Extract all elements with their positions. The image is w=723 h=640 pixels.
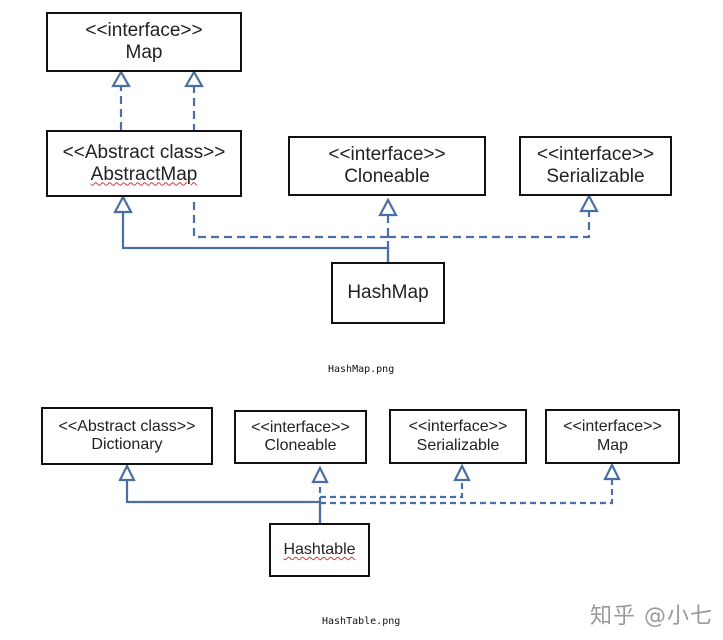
arrowhead-d1-cloneable — [378, 197, 398, 217]
arrowhead-d2-cloneable — [311, 465, 329, 484]
box-map-interface: <<interface>> Map — [46, 12, 242, 72]
box-hashmap-class: HashMap — [331, 262, 445, 324]
box-stereotype: <<interface>> — [563, 418, 662, 436]
box-serializable-interface-2: <<interface>> Serializable — [389, 409, 527, 464]
edge-hashtable-implements-map — [320, 479, 614, 505]
arrowhead-d2-map — [603, 462, 621, 481]
box-map-interface-2: <<interface>> Map — [545, 409, 680, 464]
box-stereotype: <<interface>> — [251, 418, 350, 436]
box-name: Serializable — [546, 166, 645, 187]
box-name: HashMap — [347, 282, 429, 304]
box-stereotype: <<Abstract class>> — [58, 417, 196, 435]
arrowhead-d2-serializable — [453, 463, 471, 482]
box-name: Map — [596, 436, 629, 454]
box-cloneable-interface: <<interface>> Cloneable — [288, 136, 486, 196]
box-stereotype: <<interface>> — [408, 418, 508, 436]
box-serializable-interface: <<interface>> Serializable — [519, 136, 672, 196]
caption-hashtable: HashTable.png — [322, 616, 401, 627]
box-hashtable-class: Hashtable — [269, 523, 370, 577]
arrowhead-d1-serializable — [579, 193, 599, 213]
edge-hashtable-extends-dictionary — [125, 481, 322, 523]
edge-hashtable-implements-serializable — [320, 480, 464, 499]
arrowhead-d1-map-right — [184, 69, 204, 88]
box-name: Cloneable — [344, 166, 430, 187]
box-dictionary-class: <<Abstract class>> Dictionary — [41, 407, 213, 465]
arrowhead-d1-map-left — [111, 69, 131, 88]
box-name: Dictionary — [91, 436, 163, 453]
box-name: Map — [125, 42, 163, 63]
box-stereotype: <<interface>> — [85, 20, 203, 42]
box-stereotype: <<interface>> — [328, 144, 446, 166]
box-name: Cloneable — [264, 437, 337, 454]
edge-hashmap-implements-serializable — [388, 212, 591, 239]
box-stereotype: <<Abstract class>> — [62, 141, 226, 163]
box-name: Serializable — [416, 436, 500, 454]
box-stereotype: <<interface>> — [536, 144, 655, 166]
caption-hashmap: HashMap.png — [328, 364, 395, 375]
arrowhead-d1-abstractmap — [113, 194, 133, 214]
watermark-text: 知乎 @小七 — [590, 604, 713, 629]
box-name: AbstractMap — [90, 163, 198, 185]
box-abstractmap-class: <<Abstract class>> AbstractMap — [46, 130, 242, 197]
box-cloneable-interface-2: <<interface>> Cloneable — [234, 410, 367, 464]
box-name: Hashtable — [283, 540, 356, 558]
arrowhead-d2-dictionary — [118, 463, 136, 482]
